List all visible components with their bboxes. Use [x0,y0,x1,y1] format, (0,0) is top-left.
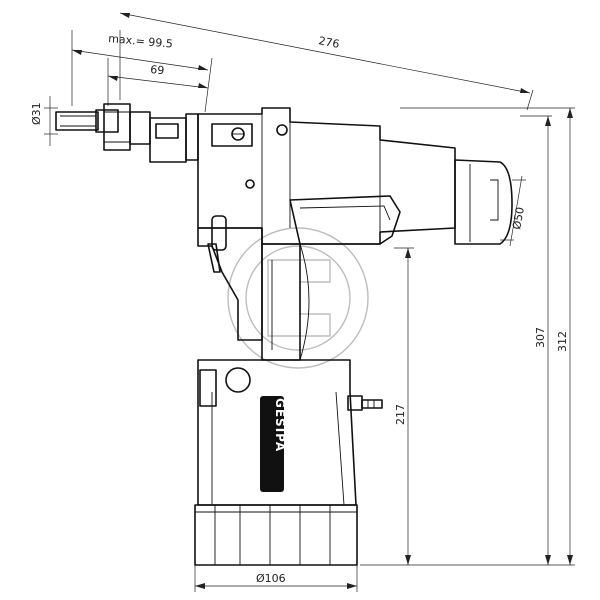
air-inlet [347,395,383,411]
center-column [261,243,310,361]
dimension-length-total: 276 [119,12,534,111]
dim-label-d106: Ø106 [256,572,286,585]
brand-badge: GESIPA [260,396,287,492]
rear-cap [454,159,513,245]
dim-label-307: 307 [534,327,547,348]
dim-label-276: 276 [317,34,340,51]
base-ring [194,504,358,566]
dimension-height-head: 307 [520,115,552,565]
dim-label-217: 217 [394,404,407,425]
dimension-nose-diameter: Ø31 [30,96,58,146]
dim-label-312: 312 [556,331,569,352]
watermark-logo [227,227,369,369]
dim-label-69: 69 [150,63,165,77]
dimension-stroke-max: max.= 99.5 [71,30,209,106]
dim-label-d50: Ø50 [510,206,527,231]
tool-outline: GESIPA [55,103,513,566]
dimension-height-inlet: 217 [394,247,414,565]
dim-label-max-99-5: max.= 99.5 [108,32,174,51]
dim-label-d31: Ø31 [30,102,43,125]
main-cylinder [197,107,456,245]
deflector-tray [289,195,401,245]
nose-piece [55,103,199,163]
dimension-body-diameter: Ø50 [500,175,527,247]
dimension-nose-length: 69 [107,57,213,113]
dimension-height-total: 312 [360,107,575,566]
handle-neck [197,215,263,341]
brand-logo-text: GESIPA [273,398,287,452]
